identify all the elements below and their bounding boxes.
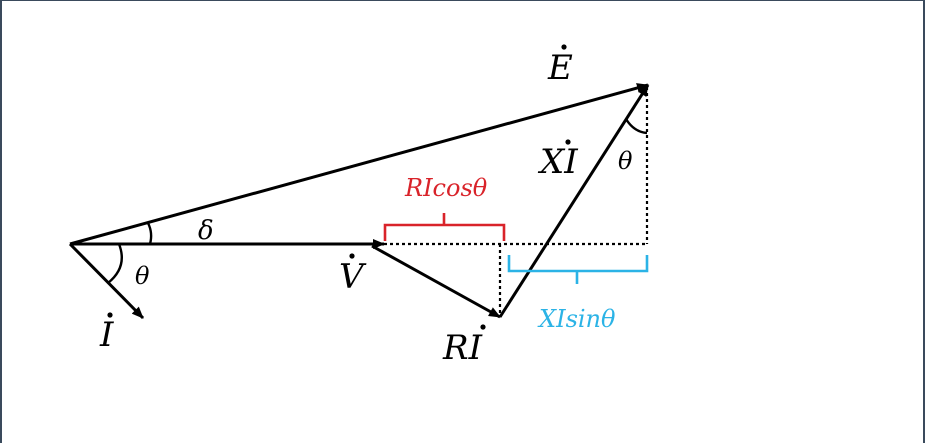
delta-angle-arc: [146, 222, 153, 245]
label-E: E: [547, 48, 573, 88]
label-delta: δ: [198, 216, 214, 246]
label-RI-dot: [480, 324, 486, 330]
phasor-E-arrow: [69, 83, 649, 246]
label-I-dot: [107, 312, 113, 318]
theta-angle-arc-top: [624, 118, 648, 135]
label-V: V: [339, 257, 367, 297]
label-theta-bottom: θ: [135, 262, 150, 290]
theta-angle-arc-bottom: [107, 243, 123, 284]
xisin-bracket: [507, 255, 649, 284]
label-xisin: XIsinθ: [537, 305, 616, 333]
label-I: I: [99, 315, 114, 355]
phasor-XI-arrow: [498, 84, 650, 318]
label-V-dot: [349, 253, 355, 259]
label-XI: XI: [537, 142, 578, 182]
label-XI-dot: [565, 139, 571, 145]
ricos-bracket: [383, 213, 506, 241]
label-ricos: RIcosθ: [404, 174, 488, 202]
phasor-I-arrow: [68, 242, 145, 320]
phasor-RI-arrow: [371, 244, 501, 319]
label-E-dot: [561, 44, 567, 50]
label-theta-top: θ: [618, 147, 633, 175]
label-RI: RI: [442, 328, 483, 368]
